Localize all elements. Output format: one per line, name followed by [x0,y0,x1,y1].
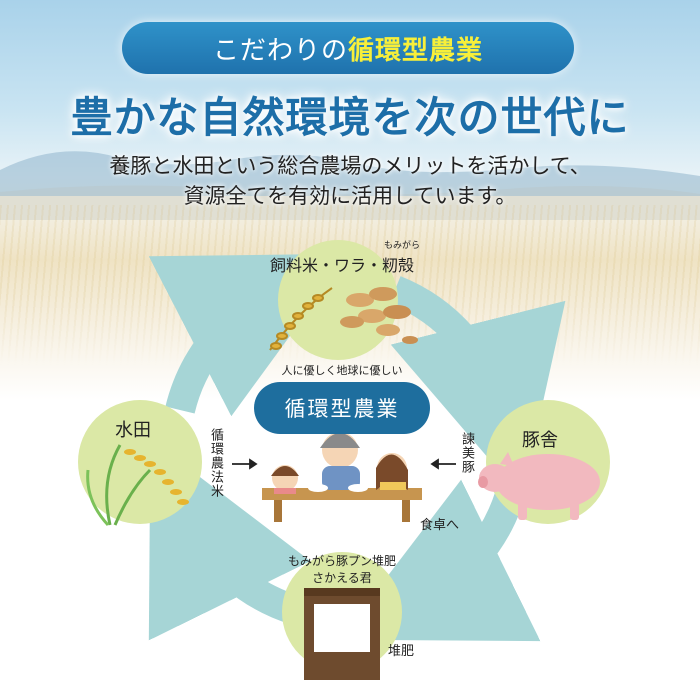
compost-label: 堆肥 [388,644,415,659]
banner-highlight: 循環型農業 [348,35,484,66]
small-arrows [232,458,456,470]
rice-plant-illustration [86,444,189,527]
left-vertical-label: 循環農法米 [208,428,223,498]
family-dining-illustration [262,432,422,522]
arrow-top-to-right [389,276,566,498]
headline: 豊かな自然環境を次の世代に [70,93,630,142]
right-node-label: 豚舎 [522,430,558,451]
node-top-circle [278,240,398,360]
top-node-ruby: もみがら [384,241,421,251]
left-node-label: 水田 [115,420,151,441]
top-banner: こだわりの循環型農業 [122,22,574,74]
center-pill: 循環型農業 [254,382,430,434]
cycle-arrows [148,253,566,642]
compost-bag-illustration [304,588,380,680]
mountain-landscape [0,151,700,220]
bottom-caption-1: もみがら豚プン堆肥 [287,554,396,568]
pig-illustration [478,452,600,520]
subtitle-line-2: 資源全てを有効に活用しています。 [183,184,517,208]
banner-prefix: こだわりの [212,35,348,66]
arrow-left-to-top [148,253,350,417]
right-vertical-label: 諫美豚 [459,432,474,474]
arrow-right-to-bottom [339,479,541,642]
top-node-label: 飼料米・ワラ・籾殻 [270,256,415,275]
subtitle-line-1: 養豚と水田という総合農場のメリットを活かして、 [109,154,591,178]
arrow-bottom-to-left [148,439,311,641]
feed-grains-illustration [340,287,418,344]
rice-stalk-illustration [269,287,333,351]
center-tagline: 人に優しく地球に優しい [281,364,403,377]
bottom-caption-2: さかえる君 [312,571,372,585]
table-label: 食卓へ [420,518,460,533]
